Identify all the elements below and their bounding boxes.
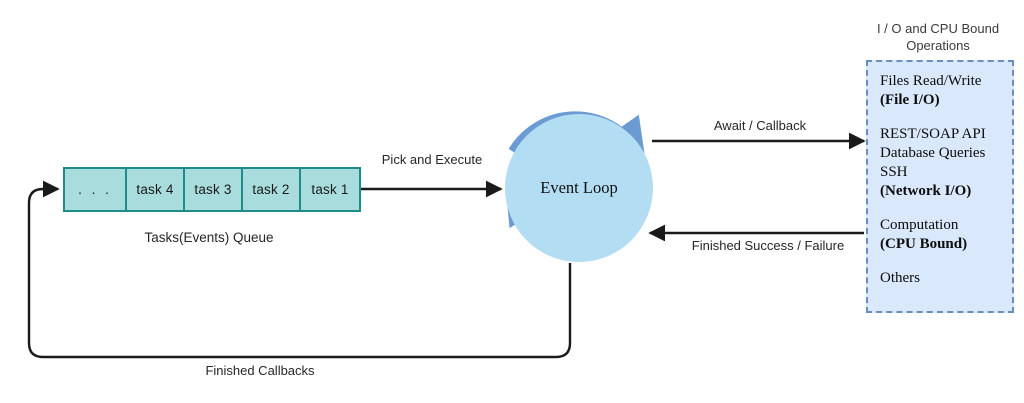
ops-line-bold: (File I/O) — [880, 92, 940, 108]
ops-line: Computation — [880, 217, 959, 233]
label-finished-result: Finished Success / Failure — [691, 238, 845, 253]
ops-line: REST/SOAP API — [880, 126, 986, 142]
ops-line-bold: (CPU Bound) — [880, 236, 968, 252]
queue-cell-task-2[interactable]: task 2 — [243, 169, 301, 210]
operations-panel-title: I / O and CPU Bound Operations — [876, 21, 1000, 53]
operations-panel: Files Read/Write (File I/O) REST/SOAP AP… — [866, 60, 1014, 313]
queue-cell-task-3[interactable]: task 3 — [185, 169, 243, 210]
ops-line: Database Queries — [880, 145, 986, 161]
event-loop-node[interactable]: Event Loop — [505, 114, 653, 262]
ops-line: SSH — [880, 164, 908, 180]
ops-line: Others — [880, 270, 920, 286]
ops-group-network-io: REST/SOAP API Database Queries SSH (Netw… — [880, 125, 1012, 201]
ops-group-file-io: Files Read/Write (File I/O) — [880, 72, 1012, 110]
ops-group-others: Others — [880, 269, 1012, 288]
queue-cell-task-4[interactable]: task 4 — [127, 169, 185, 210]
label-await-callback: Await / Callback — [713, 118, 807, 133]
queue-cell-task-1[interactable]: task 1 — [311, 182, 349, 197]
event-loop-label: Event Loop — [540, 178, 618, 197]
label-finished-callbacks: Finished Callbacks — [205, 363, 315, 378]
queue-cell-ellipsis[interactable]: . . . — [65, 169, 127, 210]
ops-line: Files Read/Write — [880, 73, 982, 89]
label-pick-and-execute: Pick and Execute — [381, 152, 483, 167]
edge-finished-callbacks — [27, 180, 572, 359]
tasks-queue: . . . task 4 task 3 task 2 task 1 — [63, 167, 361, 212]
tasks-queue-caption: Tasks(Events) Queue — [144, 230, 274, 245]
ops-line-bold: (Network I/O) — [880, 183, 972, 199]
ops-group-cpu-bound: Computation (CPU Bound) — [880, 216, 1012, 254]
